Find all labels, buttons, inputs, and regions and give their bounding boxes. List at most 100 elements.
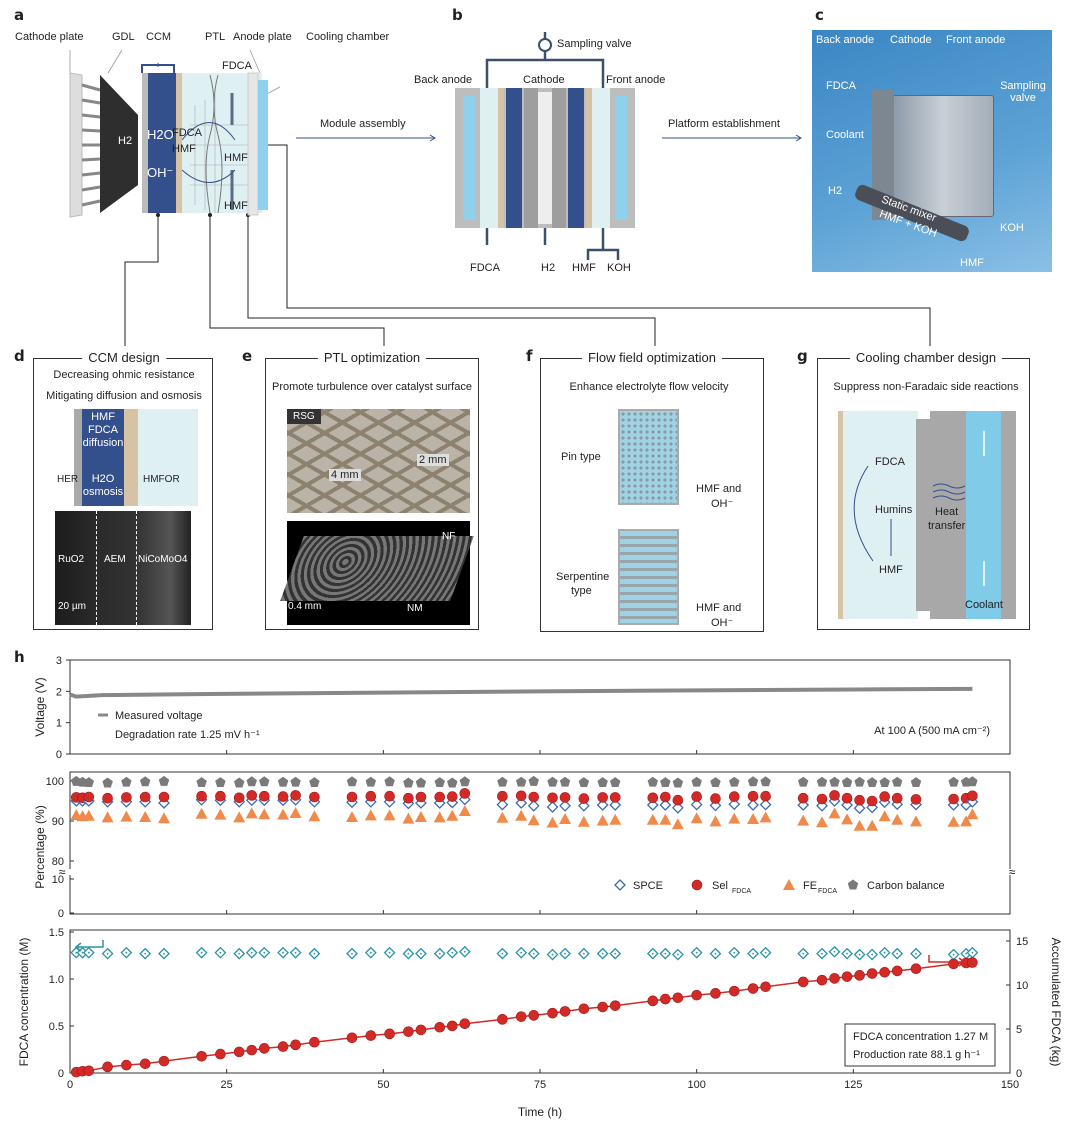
carbon-balance-point bbox=[515, 776, 527, 787]
accumulated-fdca-point bbox=[290, 1039, 301, 1051]
acc-ytick-label: 10 bbox=[1016, 980, 1028, 992]
carbon-balance-point bbox=[434, 777, 445, 788]
carbon-balance-point bbox=[672, 777, 684, 788]
panel-label-h: h bbox=[14, 648, 25, 666]
sel-fdca-point bbox=[446, 791, 458, 802]
axis-break-icon-left: ≈ bbox=[59, 865, 66, 879]
conc-ytick-label: 0 bbox=[58, 1068, 64, 1080]
d-membrane bbox=[82, 409, 124, 506]
f-in2b: OH⁻ bbox=[711, 617, 734, 629]
time-xtick-label: 125 bbox=[844, 1079, 862, 1091]
fe-fdca-point bbox=[709, 815, 722, 827]
carbon-balance-point bbox=[854, 776, 865, 787]
fe-fdca-point bbox=[853, 819, 866, 831]
sel-fdca-point bbox=[497, 790, 508, 802]
fe-fdca-point bbox=[308, 810, 321, 822]
e-nf-3d-render: NF NM 0.4 mm bbox=[280, 521, 474, 625]
sel-fdca-point bbox=[829, 790, 840, 801]
voltage-legend-label: Measured voltage bbox=[115, 710, 202, 722]
fdca-concentration-dot bbox=[752, 952, 754, 955]
pct-ytick-label: 80 bbox=[52, 856, 64, 868]
sel-fdca-point bbox=[841, 792, 853, 804]
electrolyzer-exploded-diagram bbox=[69, 49, 280, 218]
time-xtick-label: 75 bbox=[534, 1079, 546, 1091]
carbon-balance-point bbox=[866, 777, 878, 788]
legend-fe-label: FE bbox=[803, 880, 817, 892]
carbon-balance-point bbox=[365, 776, 377, 787]
fe-fdca-point bbox=[289, 807, 302, 818]
spce-point bbox=[496, 798, 509, 811]
c-hmf: HMF bbox=[960, 257, 984, 269]
fe-fdca-point bbox=[277, 808, 290, 820]
d-diff1: HMF bbox=[91, 411, 115, 423]
sel-fdca-point bbox=[515, 790, 527, 802]
panel-label-e: e bbox=[242, 347, 253, 365]
carbon-balance-point bbox=[967, 776, 978, 787]
accumulated-fdca-point bbox=[797, 976, 809, 988]
carbon-balance-point bbox=[547, 776, 558, 787]
c-koh: KOH bbox=[1000, 222, 1024, 234]
fdca-concentration-dot bbox=[463, 950, 466, 953]
sel-fdca-point bbox=[609, 792, 621, 803]
fdca-concentration-dot bbox=[802, 952, 805, 955]
carbon-balance-point bbox=[797, 776, 809, 787]
fdca-concentration-dot bbox=[846, 952, 848, 955]
g-heat: Heat bbox=[935, 506, 959, 518]
accumulated-fdca-point bbox=[403, 1026, 414, 1037]
fe-fdca-point bbox=[527, 814, 540, 826]
b-in-hmf: HMF bbox=[572, 262, 596, 274]
fdca-concentration-dot bbox=[351, 952, 353, 955]
legend-spce-label: SPCE bbox=[633, 880, 663, 892]
current-annotation: At 100 A (500 mA cm⁻²) bbox=[874, 725, 990, 737]
summary-concentration: FDCA concentration 1.27 M bbox=[853, 1031, 988, 1043]
fe-fdca-point bbox=[233, 811, 246, 823]
accumulated-fdca-point bbox=[660, 993, 671, 1005]
sel-fdca-point bbox=[102, 792, 113, 804]
fe-fdca-point bbox=[609, 813, 622, 825]
fdca-concentration-dot bbox=[733, 951, 736, 954]
d-ruo2: RuO2 bbox=[58, 554, 85, 565]
g-transfer: transfer bbox=[928, 520, 966, 532]
sel-fdca-point bbox=[346, 791, 358, 803]
panel-label-f: f bbox=[526, 347, 533, 365]
carbon-balance-point bbox=[841, 777, 853, 788]
carbon-balance-point bbox=[447, 777, 458, 788]
fdca-concentration-dot bbox=[833, 950, 836, 953]
panel-d-box: CCM design Decreasing ohmic resistance M… bbox=[33, 350, 213, 630]
d-osm1: H2O bbox=[91, 473, 115, 485]
fe-fdca-point bbox=[891, 813, 904, 825]
fdca-concentration-dot bbox=[965, 952, 968, 955]
accumulated-fdca-point bbox=[841, 971, 853, 982]
fdca-concentration-dot bbox=[883, 951, 886, 954]
carbon-balance-point bbox=[309, 777, 320, 788]
spce-point bbox=[747, 799, 759, 811]
carbon-balance-point bbox=[158, 775, 170, 786]
sel-fdca-point bbox=[854, 794, 865, 806]
carbon-balance-point bbox=[403, 777, 414, 788]
fe-fdca-point bbox=[433, 811, 446, 823]
fe-fdca-point bbox=[878, 810, 891, 822]
sel-fdca-point bbox=[196, 790, 207, 802]
fdca-concentration-dot bbox=[369, 951, 372, 954]
voltage-ytick-label: 2 bbox=[56, 686, 62, 698]
fdca-concentration-dot bbox=[163, 952, 165, 955]
module-assembly-label: Module assembly bbox=[320, 118, 406, 130]
fdca-concentration-dot bbox=[651, 952, 654, 955]
d-line1: Decreasing ohmic resistance bbox=[53, 369, 195, 381]
sel-fdca-point bbox=[879, 791, 890, 802]
fdca-concentration-dot bbox=[896, 952, 899, 955]
sel-fdca-point bbox=[728, 791, 740, 802]
carbon-balance-point bbox=[691, 776, 702, 787]
fdca-concentration-dot bbox=[764, 951, 767, 954]
legend-sel-sub: FDCA bbox=[732, 888, 751, 895]
conc-ytick-label: 1.0 bbox=[49, 974, 64, 986]
sel-fdca-point bbox=[384, 790, 395, 802]
spce-point bbox=[728, 798, 741, 811]
accumulated-fdca-point bbox=[497, 1014, 508, 1025]
accumulated-fdca-point bbox=[710, 988, 721, 999]
accumulated-fdca-point bbox=[277, 1041, 289, 1052]
label-anode-plate: Anode plate bbox=[233, 31, 292, 43]
legend-carbon-label: Carbon balance bbox=[867, 880, 945, 892]
fdca-concentration-dot bbox=[858, 953, 861, 956]
carbon-balance-point bbox=[559, 776, 571, 787]
